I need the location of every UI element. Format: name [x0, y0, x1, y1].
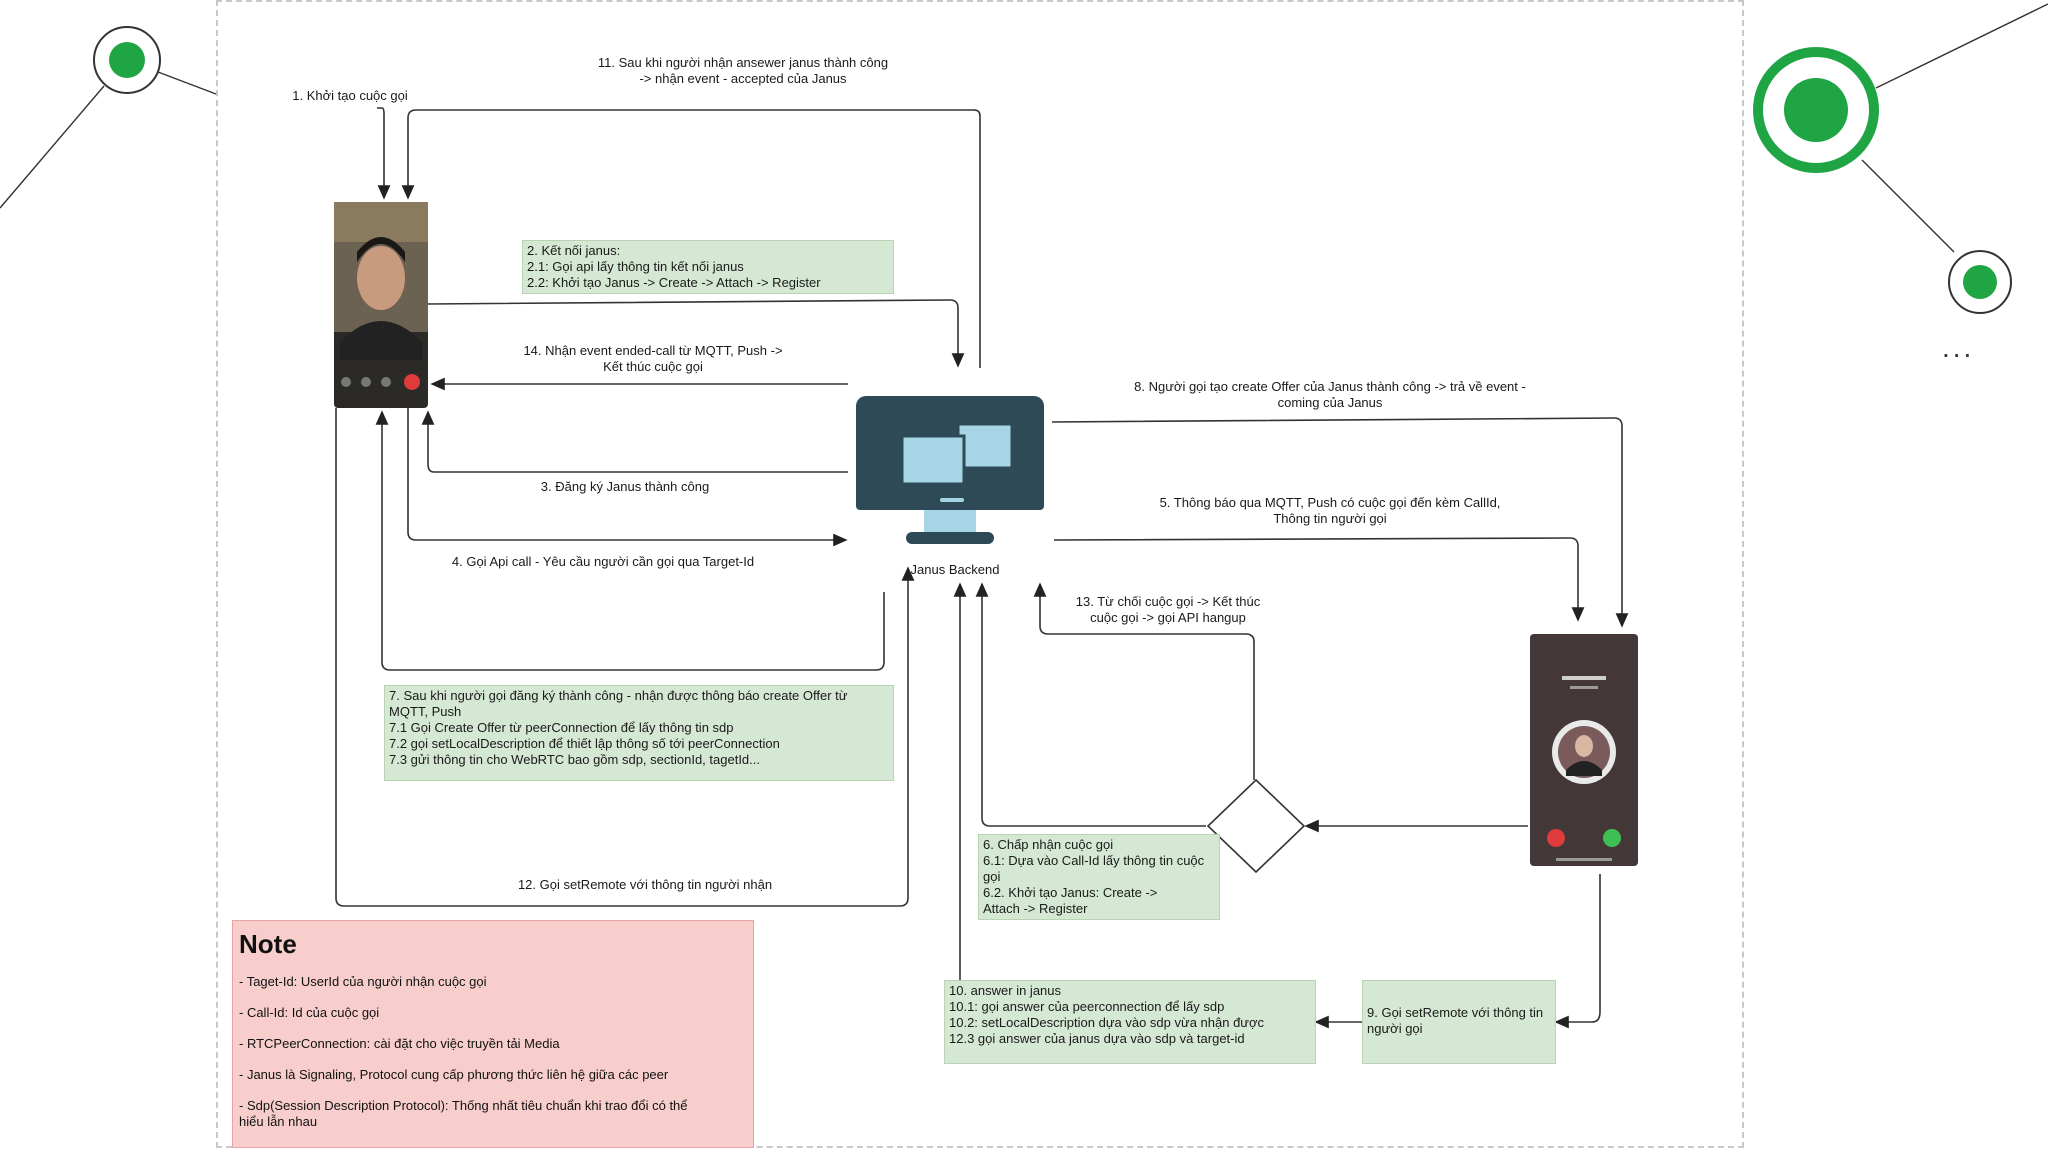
decision-diamond [1206, 778, 1306, 874]
label-init-call: 1. Khởi tạo cuộc gọi [292, 88, 408, 103]
label-ended-call: 14. Nhận event ended-call từ MQTT, Push … [523, 343, 783, 374]
step-set-remote-caller: 9. Gọi setRemote với thông tin người gọi [1362, 980, 1556, 1064]
callee-phone [1530, 634, 1638, 866]
more-ellipsis[interactable]: ... [1942, 332, 1975, 363]
note-item: - Taget-Id: UserId của người nhận cuộc g… [239, 974, 487, 989]
note-item: - RTCPeerConnection: cài đặt cho việc tr… [239, 1036, 560, 1051]
label-accepted-event: 11. Sau khi người nhận ansewer janus thà… [597, 55, 889, 86]
label-janus-backend: Janus Backend [910, 562, 1000, 577]
note-item: - Call-Id: Id của cuộc gọi [239, 1005, 380, 1020]
monitor-icon [856, 396, 1044, 544]
note-item: - Sdp(Session Description Protocol): Thố… [239, 1098, 688, 1129]
step-connect-janus: 2. Kết nối janus: 2.1: Gọi api lấy thông… [522, 240, 894, 294]
label-api-call: 4. Gọi Api call - Yêu cầu người cần gọi … [451, 554, 755, 569]
step-accept-call: 6. Chấp nhận cuộc gọi 6.1: Dựa vào Call-… [978, 834, 1220, 920]
note-box: Note - Taget-Id: UserId của người nhận c… [232, 920, 754, 1148]
label-notify-incoming: 5. Thông báo qua MQTT, Push có cuộc gọi … [1159, 495, 1501, 526]
diagram-frame [216, 0, 1744, 1148]
caller-phone [334, 202, 428, 408]
label-set-remote-callee: 12. Gọi setRemote với thông tin người nh… [517, 877, 773, 892]
note-item: - Janus là Signaling, Protocol cung cấp … [239, 1067, 669, 1082]
label-reject-call: 13. Từ chối cuộc gọi -> Kết thúc cuộc gọ… [1075, 594, 1261, 625]
step-caller-offer: 7. Sau khi người gọi đăng ký thành công … [384, 685, 894, 781]
step-answer-janus: 10. answer in janus 10.1: gọi answer của… [944, 980, 1316, 1064]
label-register-success: 3. Đăng ký Janus thành công [540, 479, 710, 494]
note-title: Note [239, 929, 297, 959]
label-create-offer-event: 8. Người gọi tạo create Offer của Janus … [1134, 379, 1526, 410]
